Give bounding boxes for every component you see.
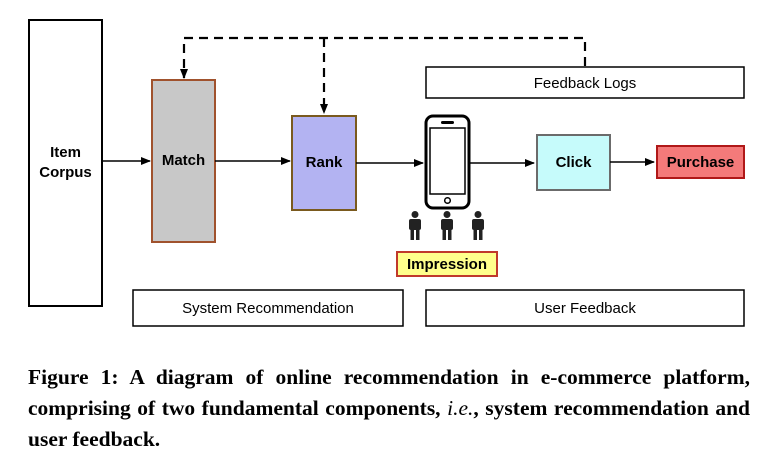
users-icon [409, 211, 484, 240]
rank-box [291, 115, 357, 211]
user-feedback-label: User Feedback [534, 300, 636, 317]
feedback-logs-label: Feedback Logs [534, 75, 637, 92]
item-corpus-label-line2: Corpus [39, 164, 92, 181]
dashed-feedback-loop [180, 36, 587, 79]
match-box [151, 79, 216, 243]
impression-label: Impression [407, 256, 487, 273]
click-box [536, 134, 611, 191]
caption-text-part2: , system recommendation and user feedbac… [28, 396, 750, 451]
purchase-label: Purchase [667, 154, 735, 171]
item-corpus-label-line1: Item [50, 144, 81, 161]
caption-text-part1: Figure 1: A diagram of online recommenda… [28, 365, 750, 420]
figure-caption: Figure 1: A diagram of online recommenda… [28, 362, 750, 455]
feedback-logs-box [425, 66, 745, 99]
rank-label: Rank [306, 154, 343, 171]
item-corpus-box [28, 19, 103, 307]
user-feedback-box [425, 289, 745, 327]
smartphone-icon [424, 114, 471, 210]
purchase-box [656, 145, 745, 179]
system-recommendation-box [132, 289, 404, 327]
match-label: Match [162, 152, 205, 169]
impression-box [396, 251, 498, 277]
caption-ie: i.e. [447, 396, 474, 420]
recommendation-diagram: Item Corpus Match Rank Feedback Logs [28, 19, 745, 327]
click-label: Click [556, 154, 593, 171]
system-recommendation-label: System Recommendation [182, 300, 354, 317]
